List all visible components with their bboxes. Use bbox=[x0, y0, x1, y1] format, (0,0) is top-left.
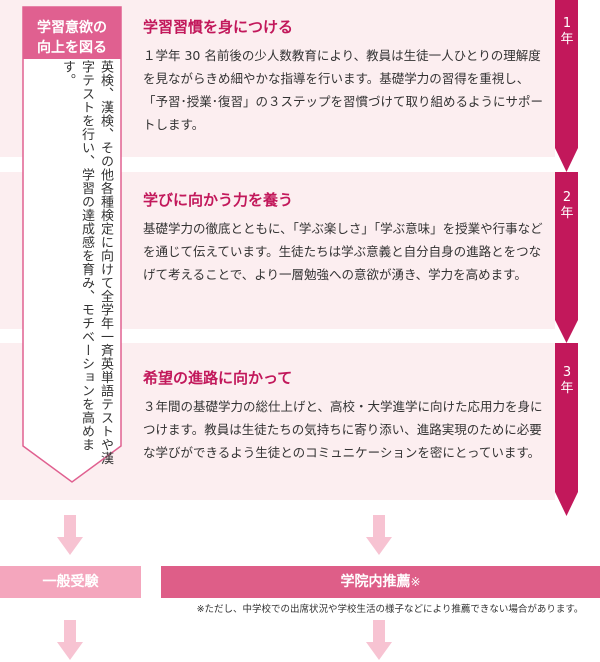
year-progress-arrow bbox=[555, 0, 578, 516]
internal-recommendation-label: 学院内推薦 bbox=[340, 574, 411, 590]
year3-arrow-segment bbox=[555, 343, 578, 516]
down-arrow-general-bottom bbox=[57, 620, 83, 660]
year2-text: 基礎学力の徹底とともに、「学ぶ楽しさ」「学ぶ意味」を授業や行事などを通じて伝えて… bbox=[143, 221, 543, 282]
down-arrow-recommend-top bbox=[366, 515, 392, 555]
year2-arrow-segment bbox=[555, 172, 578, 343]
year3-text: ３年間の基礎学力の総仕上げと、高校・大学進学に向けた応用力を身につけます。教員は… bbox=[143, 399, 543, 460]
year2-title: 学びに向かう力を養う bbox=[143, 191, 294, 209]
side-panel-title-line1: 学習意欲の bbox=[37, 20, 107, 36]
down-arrow-recommend-bottom bbox=[366, 620, 392, 660]
year1-text: １学年 30 名前後の少人数教育により、教員は生徒一人ひとりの理解度を見ながらき… bbox=[143, 48, 544, 132]
year1-arrow-segment bbox=[555, 0, 578, 172]
year3-label: 3年 bbox=[560, 365, 574, 396]
down-arrow-general-top bbox=[57, 515, 83, 555]
side-panel: 学習意欲の 向上を図る 英検、漢検、その他各種検定に向けて全学年一斉英単語テスト… bbox=[22, 6, 122, 484]
year1-title: 学習習慣を身につける bbox=[143, 18, 294, 36]
year1-section: 学習習慣を身につける １学年 30 名前後の少人数教育により、教員は生徒一人ひと… bbox=[143, 16, 545, 136]
side-panel-title-line2: 向上を図る bbox=[37, 40, 107, 56]
side-panel-body: 英検、漢検、その他各種検定に向けて全学年一斉英単語テストや漢字テストを行い、学習… bbox=[60, 60, 113, 465]
year3-title: 希望の進路に向かって bbox=[143, 369, 293, 387]
internal-recommendation-mark: ※ bbox=[410, 575, 421, 589]
year1-label: 1年 bbox=[560, 16, 574, 47]
general-exam-box: 一般受験 bbox=[0, 566, 141, 598]
year3-section: 希望の進路に向かって ３年間の基礎学力の総仕上げと、高校・大学進学に向けた応用力… bbox=[143, 367, 545, 464]
side-panel-arrow bbox=[22, 6, 122, 483]
internal-recommendation-box: 学院内推薦※ bbox=[161, 566, 600, 598]
year2-label: 2年 bbox=[560, 190, 574, 221]
side-panel-title: 学習意欲の 向上を図る bbox=[22, 18, 122, 58]
year2-section: 学びに向かう力を養う 基礎学力の徹底とともに、「学ぶ楽しさ」「学ぶ意味」を授業や… bbox=[143, 189, 545, 286]
general-exam-label: 一般受験 bbox=[42, 574, 99, 590]
recommendation-note: ※ただし、中学校での出席状況や学校生活の様子などにより推薦できない場合があります… bbox=[196, 604, 584, 615]
